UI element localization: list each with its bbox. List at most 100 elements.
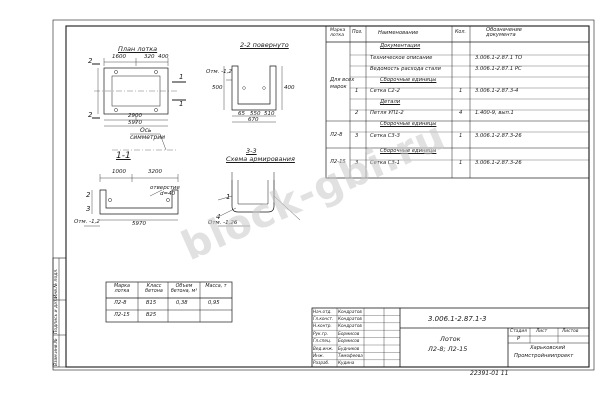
spec-row-name: Сетка С2-2: [370, 88, 400, 94]
spec-row-qty: 4: [459, 110, 463, 116]
title-product-1: Лоток: [440, 335, 461, 343]
s22-label-4: 550: [250, 111, 261, 117]
title-role: Гл.конст.: [313, 315, 334, 321]
section-22-title: 2-2 повернуто: [240, 41, 289, 49]
title-role: Разраб.: [313, 360, 330, 366]
title-person: Кондратов: [338, 315, 362, 321]
title-stage-h: Стадия: [510, 329, 527, 334]
plan-mark-2b: 2: [88, 111, 93, 119]
section-2-2: [223, 65, 283, 123]
s33-label-elev: Отм. -1,26: [208, 220, 238, 226]
s11-mark-3: 3: [86, 205, 91, 213]
title-product-2: Л2-8; Л2-15: [428, 345, 468, 353]
s22-label-3: 400: [284, 85, 295, 91]
spec-row-qty: 1: [459, 160, 463, 166]
s22-label-7: 510: [264, 111, 275, 117]
title-person: Будников: [338, 345, 360, 351]
spec-row-doc: 3.006.1-2.87.1 ТО: [475, 55, 523, 61]
spec-row-doc: 3.006.1-2.87.1 РС: [475, 66, 522, 72]
spec-header-mark: Марка лотка: [330, 28, 346, 38]
title-stage-v: Р: [517, 336, 521, 342]
stamp-inv: Инв.№ подл.: [54, 268, 59, 298]
s11-label-4: d=40: [160, 191, 176, 197]
spec-row-name: Сетка С3-3: [370, 133, 400, 139]
plan-mark-1b: 1: [179, 100, 184, 108]
mark-table-cell: Л2-8: [114, 300, 127, 306]
spec-row-qty: 1: [459, 133, 463, 139]
spec-header-pos: Поз.: [352, 30, 363, 35]
plan-mark-1a: 1: [179, 73, 184, 81]
s22-label-5: 65: [238, 111, 245, 117]
section-11-title: 1-1: [116, 151, 131, 161]
title-role: Рук.гр.: [313, 330, 329, 336]
s33-mark-1: 1: [226, 193, 231, 201]
s11-label-5: 5970: [132, 221, 146, 227]
spec-header-doc: Обозначение документа: [486, 27, 522, 39]
title-role: Н.контр.: [313, 323, 332, 329]
title-role: Гл.спец.: [313, 338, 332, 344]
section-33-subtitle: Схема армирования: [226, 155, 295, 163]
spec-table-grid: [325, 25, 590, 179]
spec-mark-2: Л2-15: [330, 159, 346, 165]
s11-label-6: Отм. -1,2: [74, 219, 100, 225]
s11-label-2: 3200: [148, 169, 162, 175]
mark-table-cell: В15: [146, 300, 157, 306]
title-sheets-h: Листов: [562, 329, 579, 334]
title-org-2: Промстройниипроект: [514, 353, 574, 359]
spec-row-name: Сборочные единицы: [380, 148, 437, 154]
title-role: Вед.инж.: [313, 345, 334, 351]
title-role: Инж.: [313, 352, 324, 358]
spec-row-pos: 3: [355, 160, 359, 166]
title-doc-code: 3.006.1-2.87.1-3: [428, 315, 487, 323]
mark-table-header: Марка лотка: [114, 284, 130, 294]
title-person: Бормисов: [338, 330, 360, 336]
spec-row-name: Сетка С3-1: [370, 160, 400, 166]
outer-frame: [52, 19, 595, 371]
plan-dim-1: 1600: [112, 54, 126, 60]
spec-mark-1: Л2-8: [330, 132, 343, 138]
s11-label-1: 1000: [112, 169, 126, 175]
mark-table-header: Класс бетона: [145, 284, 163, 294]
spec-row-pos: 3: [355, 133, 359, 139]
title-role: Нач.отд.: [313, 308, 332, 314]
title-person: Кондратов: [338, 308, 362, 314]
spec-row-name: Ведомость расхода стали: [370, 66, 441, 72]
spec-row-name: Документация: [380, 43, 421, 49]
spec-header-name: Наименование: [378, 30, 419, 36]
plan-dim-2: 320: [144, 54, 155, 60]
spec-row-qty: 1: [459, 88, 463, 94]
axis-symmetry: [112, 133, 178, 151]
spec-row-pos: 1: [355, 88, 359, 94]
s22-label-1: Отм. -1,2: [206, 69, 232, 75]
s11-label-3: отверстие: [150, 185, 180, 191]
spec-group-2: марок: [330, 84, 347, 90]
mark-table-cell: 0,38: [176, 300, 188, 306]
title-person: Бормисов: [338, 338, 360, 344]
spec-group-1: Для всех: [330, 77, 355, 83]
stamp-sign: Подпись и дата: [54, 296, 59, 334]
s11-mark-2: 2: [86, 191, 91, 199]
spec-row-pos: 2: [355, 110, 359, 116]
plan-mark-2a: 2: [88, 57, 93, 65]
s33-mark-4: 4: [216, 213, 221, 221]
section-3-3: [217, 172, 301, 227]
spec-row-name: Сборочные единицы: [380, 121, 437, 127]
title-org-1: Харьковский: [530, 345, 566, 351]
title-person: Кудина: [338, 360, 355, 366]
mark-table-header: Объем бетона, м³: [170, 284, 198, 294]
s22-label-6: 670: [248, 117, 259, 123]
section-33-title: 3-3: [246, 147, 257, 155]
spec-row-doc: 3.006.1-2.87.3-26: [475, 160, 522, 166]
spec-row-name: Техническое описание: [370, 55, 433, 61]
mark-table-cell: Л2-15: [114, 312, 130, 318]
spec-header-qty: Кол.: [455, 30, 466, 35]
plan-dim-5: 5970: [128, 120, 142, 126]
plan-view: [92, 58, 186, 127]
mark-table-header: Масса, т: [205, 284, 227, 289]
stamp-replace: Взам.инв.№: [54, 338, 59, 366]
axis-label-1: Ось: [140, 127, 152, 134]
axis-label-2: симметрии: [130, 134, 166, 141]
title-block-grid: [311, 307, 590, 368]
title-person: Тимофеева: [338, 352, 363, 358]
